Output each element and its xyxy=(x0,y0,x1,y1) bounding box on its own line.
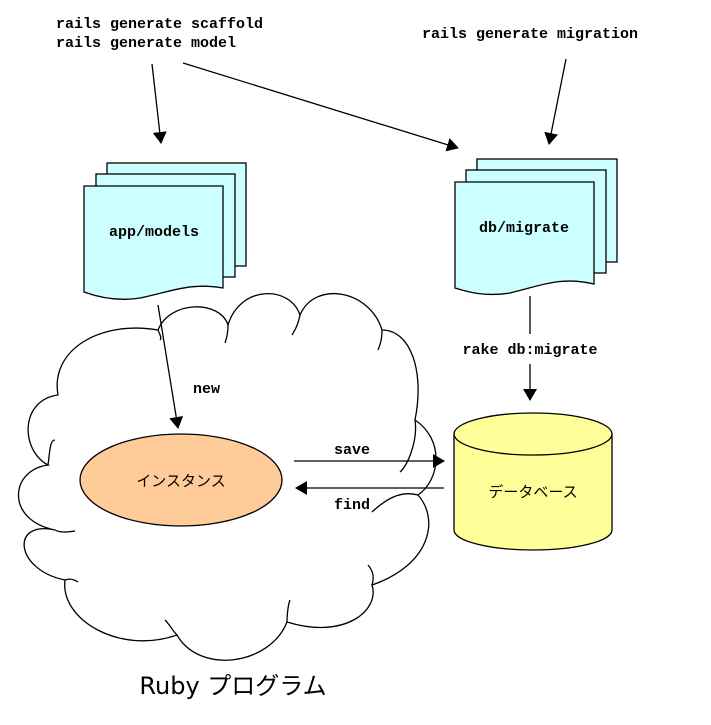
arrow-migration-to-migrate xyxy=(544,58,567,145)
cloud-arc xyxy=(54,529,76,533)
database-node: データベース xyxy=(453,412,613,551)
arrow-model-to-models xyxy=(151,63,167,144)
edge-label-find: find xyxy=(334,497,370,514)
cloud-arc xyxy=(291,314,301,336)
command-scaffold: rails generate scaffold xyxy=(56,16,263,33)
cloud-caption: Ruby プログラム xyxy=(139,672,326,700)
migrate-label: db/migrate xyxy=(479,220,569,237)
instance-node: インスタンス xyxy=(79,433,283,527)
cloud-arc xyxy=(399,419,417,473)
edge-label-save: save xyxy=(334,442,370,459)
cloud-arc xyxy=(367,564,374,586)
command-migration: rails generate migration xyxy=(422,26,638,43)
cloud-arc xyxy=(157,329,162,341)
edge-label-rake: rake db:migrate xyxy=(462,342,597,359)
cloud-arc xyxy=(164,619,178,636)
edge-label-new: new xyxy=(193,381,220,398)
cloud-arc xyxy=(64,578,79,583)
command-model: rails generate model xyxy=(56,35,236,52)
cloud-arc xyxy=(224,324,229,344)
arrow-new xyxy=(157,304,184,429)
arrow-scaffold-to-migrate xyxy=(182,62,459,152)
cloud-arc xyxy=(286,599,291,623)
document-stack-models: app/models xyxy=(83,162,247,300)
database-label: データベース xyxy=(488,483,577,501)
cloud-arc xyxy=(47,439,56,466)
cloud-arc xyxy=(371,493,419,513)
instance-label: インスタンス xyxy=(136,472,225,490)
document-stack-migrate: db/migrate xyxy=(454,158,618,296)
cloud-arc xyxy=(377,329,383,351)
models-label: app/models xyxy=(109,224,199,241)
